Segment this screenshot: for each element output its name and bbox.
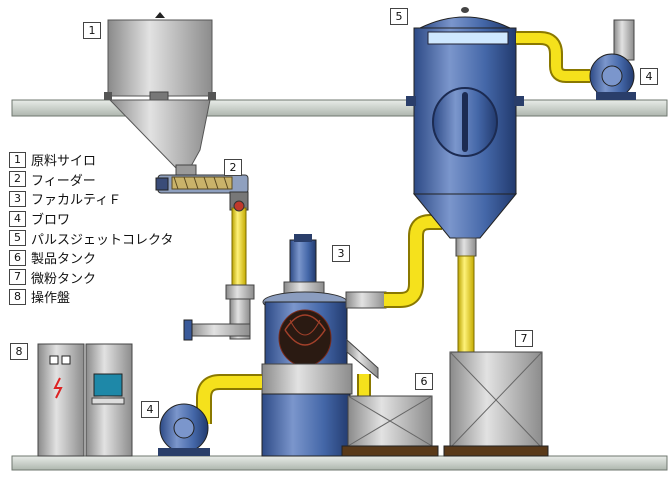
blower-bottom xyxy=(158,403,210,456)
callout-control-panel: 8 xyxy=(10,343,28,360)
legend-label: ブロワ xyxy=(31,213,71,229)
callout-collector: 5 xyxy=(390,8,408,25)
pulse-jet-collector xyxy=(406,7,524,279)
product-tank xyxy=(341,395,439,457)
fine-powder-tank xyxy=(443,351,549,457)
component-legend: 1 原料サイロ 2 フィーダー 3 ファカルティＦ 4 ブロワ 5 パルスジェットコレクタ… xyxy=(9,150,173,307)
legend-label: 製品タンク xyxy=(31,252,97,268)
upper-floor xyxy=(11,99,668,117)
legend-number: 2 xyxy=(9,171,26,188)
legend-item: 3 ファカルティＦ xyxy=(9,189,173,209)
callout-blower-top: 4 xyxy=(640,68,658,85)
callout-blower-bottom: 4 xyxy=(141,401,159,418)
fine-pipe xyxy=(457,255,475,353)
legend-item: 5 パルスジェットコレクタ xyxy=(9,228,173,248)
callout-product-tank: 6 xyxy=(415,373,433,390)
raw-material-silo xyxy=(104,12,216,176)
legend-item: 1 原料サイロ xyxy=(9,150,173,170)
legend-label: 原料サイロ xyxy=(31,154,97,170)
legend-number: 4 xyxy=(9,210,26,227)
callout-fine-tank: 7 xyxy=(515,330,533,347)
blower-top xyxy=(589,19,636,100)
legend-label: パルスジェットコレクタ xyxy=(31,232,174,248)
classifier-mill xyxy=(183,234,387,457)
callout-feeder: 2 xyxy=(224,159,242,176)
legend-item: 8 操作盤 xyxy=(9,287,173,307)
callout-classifier: 3 xyxy=(332,245,350,262)
legend-number: 1 xyxy=(9,151,26,168)
legend-number: 6 xyxy=(9,249,26,266)
callout-silo: 1 xyxy=(83,22,101,39)
legend-label: フィーダー xyxy=(31,173,96,189)
legend-label: 微粉タンク xyxy=(31,271,97,287)
feed-pipe xyxy=(231,207,247,289)
legend-number: 8 xyxy=(9,288,26,305)
legend-item: 2 フィーダー xyxy=(9,170,173,190)
ground-floor xyxy=(11,455,668,471)
legend-item: 7 微粉タンク xyxy=(9,268,173,288)
legend-number: 5 xyxy=(9,230,26,247)
legend-item: 6 製品タンク xyxy=(9,248,173,268)
legend-label: 操作盤 xyxy=(31,291,71,307)
control-panel xyxy=(37,343,133,457)
legend-label: ファカルティＦ xyxy=(31,193,122,209)
legend-item: 4 ブロワ xyxy=(9,209,173,229)
legend-number: 3 xyxy=(9,190,26,207)
legend-number: 7 xyxy=(9,269,26,286)
